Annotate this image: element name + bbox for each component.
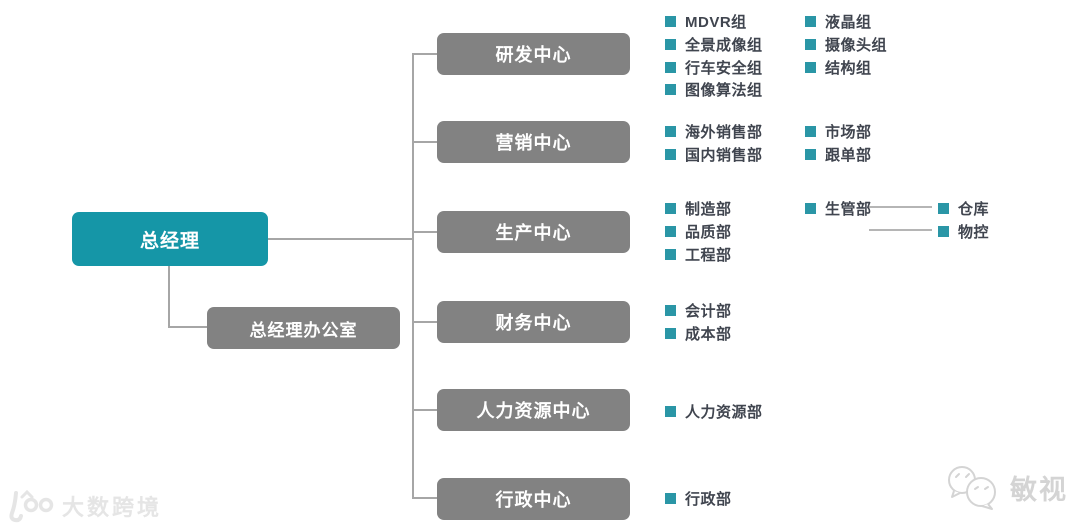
- org-item-driving-safety: 行车安全组: [665, 56, 763, 78]
- org-item-accounting: 会计部: [665, 299, 732, 321]
- item-label: 制造部: [685, 200, 732, 218]
- item-label: 液晶组: [825, 13, 872, 31]
- bullet-square-icon: [665, 304, 676, 316]
- bullet-square-icon: [805, 148, 816, 160]
- connector-pmc-warehouse: [869, 206, 932, 208]
- org-item-panorama: 全景成像组: [665, 33, 763, 55]
- org-item-hr: 人力资源部: [665, 400, 763, 422]
- item-label: 生管部: [825, 200, 872, 218]
- item-label: 结构组: [825, 59, 872, 77]
- item-label: 行车安全组: [685, 59, 763, 77]
- org-item-market: 市场部: [805, 120, 872, 142]
- box-dept-marketing: 营销中心: [437, 121, 630, 163]
- org-item-admin: 行政部: [665, 487, 732, 509]
- org-item-lcd: 液晶组: [805, 10, 872, 32]
- connector-stub-rd: [412, 53, 437, 55]
- dept-label: 财务中心: [495, 313, 572, 333]
- connector-stub-hr: [412, 409, 437, 411]
- bullet-square-icon: [805, 202, 816, 214]
- dept-label: 研发中心: [495, 45, 572, 65]
- bullet-square-icon: [665, 202, 676, 214]
- item-label: 行政部: [685, 490, 732, 508]
- watermark-right-text: 敏视: [1010, 474, 1068, 505]
- dept-label: 生产中心: [495, 223, 572, 243]
- dashukuajing-logo-icon: [9, 489, 54, 523]
- org-item-domestic-sales: 国内销售部: [665, 143, 763, 165]
- connector-root-down: [168, 266, 170, 328]
- item-label: 成本部: [685, 325, 732, 343]
- org-item-manufacturing: 制造部: [665, 197, 732, 219]
- org-item-cost: 成本部: [665, 322, 732, 344]
- item-label: 摄像头组: [825, 36, 888, 54]
- connector-root-to-spine: [268, 238, 413, 240]
- org-item-warehouse: 仓库: [938, 197, 989, 219]
- bullet-square-icon: [665, 225, 676, 237]
- bullet-square-icon: [805, 38, 816, 50]
- box-dept-finance: 财务中心: [437, 301, 630, 343]
- connector-pmc-material: [869, 229, 932, 231]
- item-label: 跟单部: [825, 146, 872, 164]
- connector-spine: [412, 53, 414, 499]
- connector-to-office: [168, 326, 207, 328]
- box-gm-office: 总经理办公室: [207, 307, 400, 349]
- connector-stub-finance: [412, 321, 437, 323]
- bullet-square-icon: [938, 202, 949, 214]
- watermark-left-text: 大数跨境: [62, 495, 163, 520]
- dept-label: 人力资源中心: [476, 401, 591, 421]
- item-label: 国内销售部: [685, 146, 763, 164]
- root-box-general-manager: 总经理: [72, 212, 268, 266]
- bullet-square-icon: [665, 248, 676, 260]
- item-label: 图像算法组: [685, 81, 763, 99]
- box-dept-rd: 研发中心: [437, 33, 630, 75]
- box-dept-hr: 人力资源中心: [437, 389, 630, 431]
- item-label: 工程部: [685, 246, 732, 264]
- org-item-material-control: 物控: [938, 220, 989, 242]
- org-item-structure: 结构组: [805, 56, 872, 78]
- item-label: MDVR组: [685, 13, 747, 31]
- connector-stub-production: [412, 231, 437, 233]
- bullet-square-icon: [665, 327, 676, 339]
- dept-label: 行政中心: [495, 490, 572, 510]
- item-label: 全景成像组: [685, 36, 763, 54]
- gm-office-label: 总经理办公室: [249, 320, 358, 340]
- root-label: 总经理: [139, 230, 200, 252]
- bullet-square-icon: [665, 148, 676, 160]
- org-item-camera: 摄像头组: [805, 33, 887, 55]
- item-label: 品质部: [685, 223, 732, 241]
- org-item-overseas-sales: 海外销售部: [665, 120, 763, 142]
- watermark-minshi: 敏视: [942, 464, 1068, 510]
- item-label: 市场部: [825, 123, 872, 141]
- bullet-square-icon: [665, 15, 676, 27]
- bullet-square-icon: [665, 492, 676, 504]
- org-item-pmc: 生管部: [805, 197, 872, 219]
- bullet-square-icon: [665, 405, 676, 417]
- bullet-square-icon: [665, 61, 676, 73]
- org-item-engineering: 工程部: [665, 243, 732, 265]
- bullet-square-icon: [805, 15, 816, 27]
- org-item-image-algorithm: 图像算法组: [665, 78, 763, 100]
- org-item-merchandising: 跟单部: [805, 143, 872, 165]
- bullet-square-icon: [665, 38, 676, 50]
- bullet-square-icon: [665, 83, 676, 95]
- org-item-mdvr: MDVR组: [665, 10, 747, 32]
- item-label: 物控: [958, 223, 990, 241]
- org-item-quality: 品质部: [665, 220, 732, 242]
- bullet-square-icon: [665, 125, 676, 137]
- item-label: 海外销售部: [685, 123, 763, 141]
- minshi-chat-bubbles-icon: [948, 466, 996, 510]
- bullet-square-icon: [938, 225, 949, 237]
- watermark-dashukuajing: 大数跨境: [6, 487, 162, 525]
- item-label: 会计部: [685, 302, 732, 320]
- dept-label: 营销中心: [495, 133, 572, 153]
- item-label: 人力资源部: [685, 403, 763, 421]
- connector-stub-admin: [412, 497, 437, 499]
- bullet-square-icon: [805, 61, 816, 73]
- item-label: 仓库: [958, 200, 990, 218]
- connector-stub-marketing: [412, 141, 437, 143]
- box-dept-admin: 行政中心: [437, 478, 630, 520]
- bullet-square-icon: [805, 125, 816, 137]
- box-dept-production: 生产中心: [437, 211, 630, 253]
